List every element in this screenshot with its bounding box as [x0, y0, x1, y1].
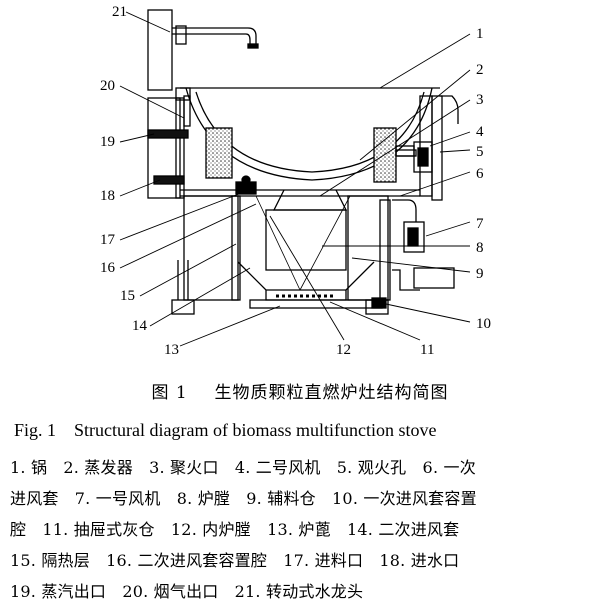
label-12: 12	[336, 342, 351, 358]
label-11: 11	[420, 342, 434, 358]
legend-line: 腔 11. 抽屉式灰仓 12. 内炉膛 13. 炉蓖 14. 二次进风套	[10, 520, 460, 539]
stove-structure-diagram: 21 1 2 3 4 5 6 7 8 9 10 20 19 18 17 16 1…	[100, 4, 491, 358]
figure-label-cn: 图 1	[151, 383, 188, 403]
figure-legend: 1. 锅 2. 蒸发器 3. 聚火口 4. 二号风机 5. 观火孔 6. 一次 …	[10, 452, 596, 607]
legend-line: 19. 蒸汽出口 20. 烟气出口 21. 转动式水龙头	[10, 582, 364, 601]
label-17: 17	[100, 232, 116, 248]
label-5: 5	[476, 144, 484, 160]
secondary-air-jacket	[237, 261, 375, 291]
label-6: 6	[476, 166, 484, 182]
label-4: 4	[476, 124, 484, 140]
label-20: 20	[100, 78, 115, 94]
label-21: 21	[112, 4, 127, 20]
label-1: 1	[476, 26, 484, 42]
legend-line: 15. 隔热层 16. 二次进风套容置腔 17. 进料口 18. 进水口	[10, 551, 460, 570]
evaporator	[147, 95, 459, 201]
steam-outlet	[147, 129, 189, 185]
label-14: 14	[132, 318, 148, 334]
label-10: 10	[476, 316, 491, 332]
faucet	[147, 9, 259, 91]
label-7: 7	[476, 216, 484, 232]
label-16: 16	[100, 260, 116, 276]
observation-hole	[395, 145, 415, 157]
fan-1	[392, 199, 455, 291]
figure-label-en: Fig. 1	[14, 420, 57, 440]
flue-outlet	[175, 87, 191, 127]
figure-title-en: Structural diagram of biomass multifunct…	[74, 420, 437, 440]
legend-line: 进风套 7. 一号风机 8. 炉膛 9. 辅料仓 10. 一次进风套容置	[10, 489, 477, 508]
legend-line: 1. 锅 2. 蒸发器 3. 聚火口 4. 二号风机 5. 观火孔 6. 一次	[10, 458, 476, 477]
figure-caption-chinese: 图 1 生物质颗粒直燃炉灶结构简图	[0, 378, 600, 403]
fan-2	[395, 141, 433, 173]
label-8: 8	[476, 240, 484, 256]
label-19: 19	[100, 134, 115, 150]
label-13: 13	[164, 342, 179, 358]
figure-caption-english: Fig. 1 Structural diagram of biomass mult…	[14, 420, 454, 441]
fire-collector	[272, 189, 348, 211]
combustion-chamber	[265, 209, 347, 271]
insulation-blocks	[205, 127, 397, 183]
label-9: 9	[476, 266, 484, 282]
label-18: 18	[100, 188, 115, 204]
figure-title-cn: 生物质颗粒直燃炉灶结构简图	[214, 383, 449, 403]
label-3: 3	[476, 92, 484, 108]
label-2: 2	[476, 62, 484, 78]
ash-drawer	[249, 299, 383, 309]
label-15: 15	[120, 288, 135, 304]
